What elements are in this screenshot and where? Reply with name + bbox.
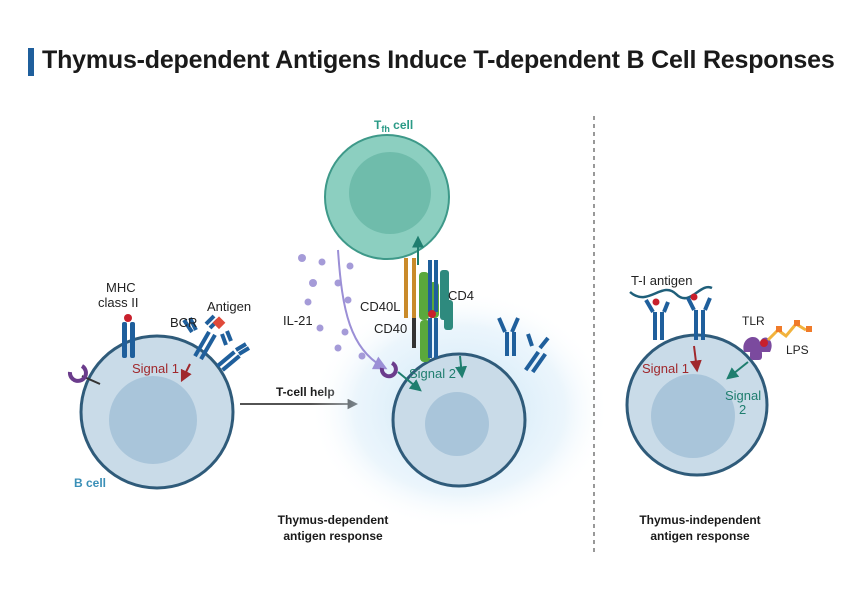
lps-label: LPS [786, 343, 809, 357]
mhc-label-line1: MHC [106, 280, 136, 295]
left-b-cell [79, 334, 235, 490]
signal2-arrow-ti [726, 361, 749, 380]
bcr-icon-2 [216, 330, 251, 372]
td-caption-line2: antigen response [283, 529, 383, 543]
b-cell-nucleus-ti [651, 374, 735, 458]
b-cell-nucleus-activated [425, 392, 489, 456]
ti-antigen-chain [629, 285, 713, 300]
signal2-arrow-b [455, 355, 468, 379]
il21-dots [298, 254, 366, 360]
signal1-arrow [180, 363, 192, 383]
cd40l-label: CD40L [360, 299, 400, 314]
bcr-icon-middle [497, 317, 520, 356]
il21-receptor-icon [379, 361, 398, 379]
ti-antigen-epitope-1 [652, 298, 660, 306]
cd40-icon [412, 318, 430, 362]
b-cell-nucleus [109, 376, 197, 464]
il21-arrow [337, 249, 388, 370]
cd40-label: CD40 [374, 321, 407, 336]
ti-caption-line1: Thymus-independent [639, 513, 760, 527]
signal2-label-ti-line2: 2 [739, 402, 746, 417]
bcr-icon-middle-2 [524, 333, 550, 374]
antigen-label: Antigen [207, 299, 251, 314]
cd4-icon [440, 270, 453, 330]
page-title: Thymus-dependent Antigens Induce T-depen… [42, 46, 835, 74]
il21-label: IL-21 [283, 313, 313, 328]
antigen-icon [212, 316, 226, 330]
signal2-arrow-a [397, 371, 422, 392]
bcr-icon-right-1 [644, 298, 670, 340]
tfh-cell-nucleus [349, 152, 431, 234]
signal2-label-ti-line1: Signal [725, 388, 761, 403]
signal2-label: Signal 2 [409, 366, 456, 381]
tfh-cell-label: Tfh cell [374, 118, 413, 134]
ti-antigen-label: T-I antigen [631, 273, 692, 288]
signal1-label: Signal 1 [132, 361, 179, 376]
tlr-icon [743, 337, 772, 360]
b-cell-label: B cell [74, 476, 106, 490]
bcr-icon [182, 314, 220, 361]
td-caption-line1: Thymus-dependent [278, 513, 389, 527]
cd4-label: CD4 [448, 288, 474, 303]
signal1-label-ti: Signal 1 [642, 361, 689, 376]
ti-antigen-epitope-2 [690, 293, 698, 301]
tfh-cell [324, 134, 450, 260]
tlr-label: TLR [742, 314, 765, 328]
lps-icon [766, 320, 812, 342]
title-accent-bar [28, 48, 34, 76]
mhc-label-line2: class II [98, 295, 138, 310]
receptor-icon [67, 364, 101, 385]
bcr-label: BCR [170, 315, 197, 330]
middle-b-cell [391, 352, 527, 488]
ti-caption-line2: antigen response [650, 529, 750, 543]
bcr-icon-right-2 [686, 297, 712, 340]
signal1-arrow-ti [689, 345, 702, 373]
tcr-mhc-icon [428, 260, 438, 358]
mhc-class-ii-icon [122, 314, 135, 358]
